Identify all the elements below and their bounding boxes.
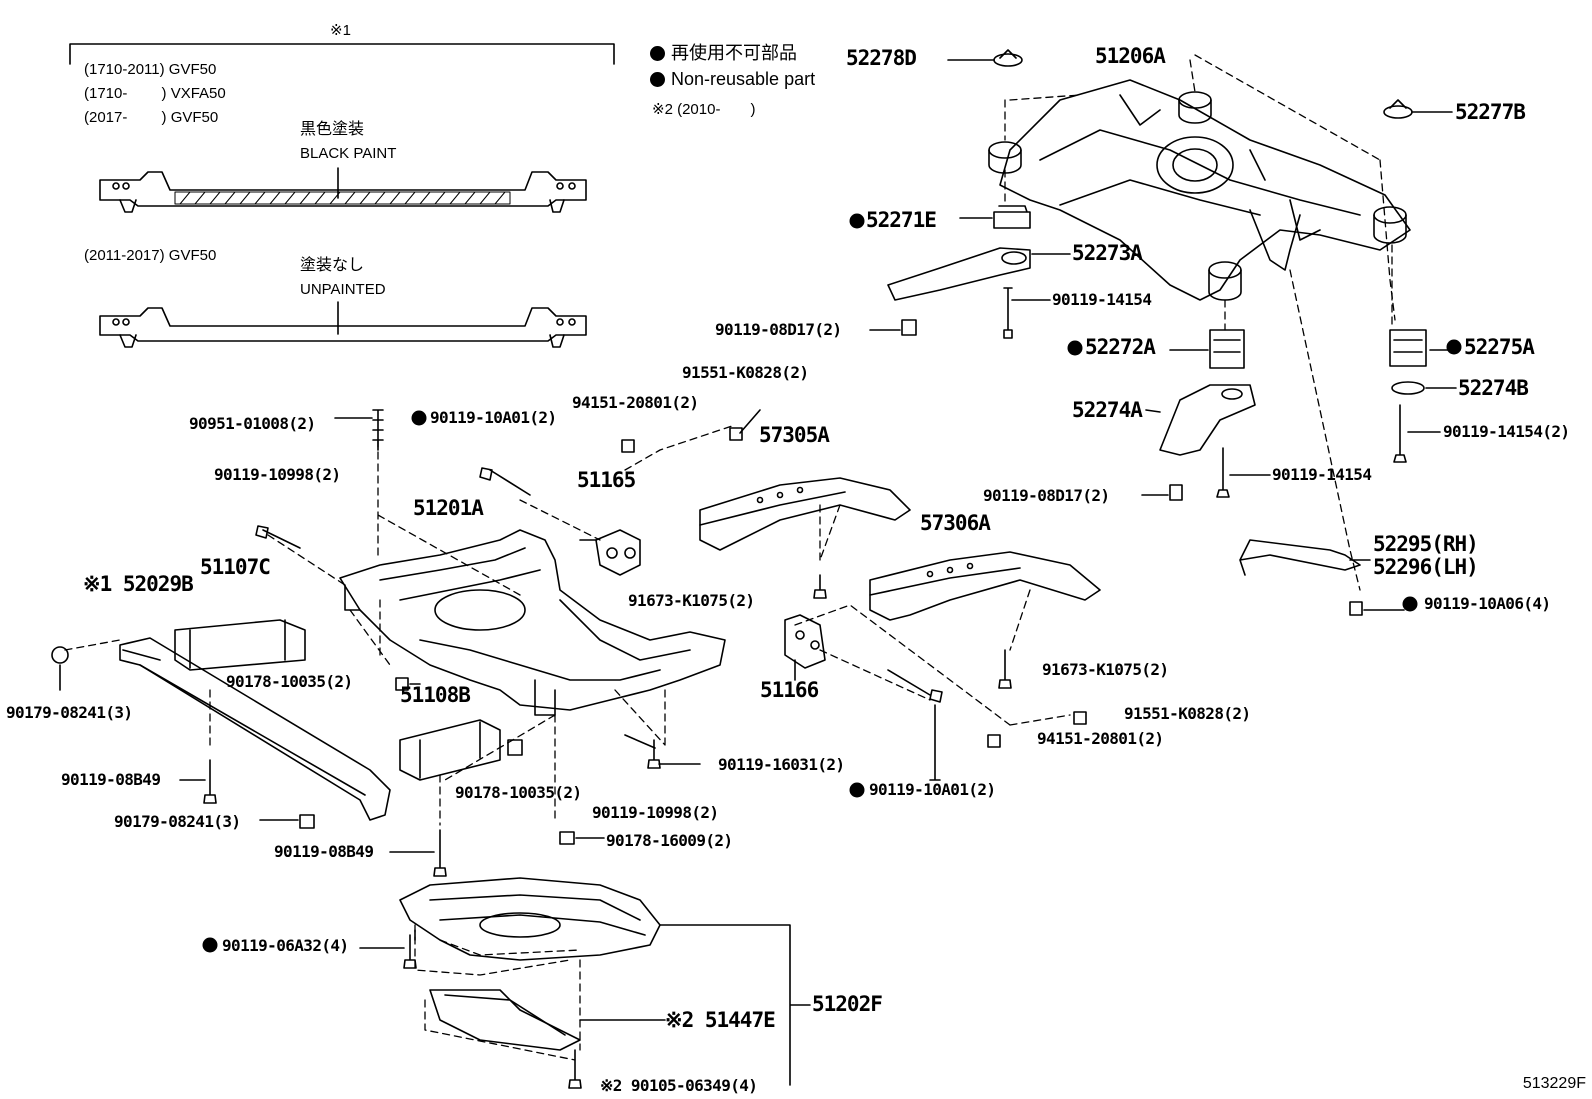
label-52275A: 52275A: [1464, 335, 1535, 359]
rail-57306A: [869, 551, 1101, 621]
nonreusable-markers: [202, 213, 1462, 953]
label-52273A: 52273A: [1072, 241, 1143, 265]
label-51206A: 51206A: [1095, 44, 1166, 68]
label-52278D: 52278D: [846, 46, 917, 70]
label-52271E: 52271E: [866, 208, 937, 232]
label-90119-16031: 90119-16031(2): [718, 755, 845, 774]
label-90179-08241-b: 90179-08241(3): [114, 812, 241, 831]
inset-paint-jp: 黒色塗装: [300, 121, 365, 138]
label-51166: 51166: [760, 678, 819, 702]
front-fasteners: [179, 409, 761, 877]
under-cover-51202F: [399, 877, 811, 1086]
rear-frame-dashed: [1004, 54, 1396, 591]
label-90119-06A32: 90119-06A32(4): [222, 936, 349, 955]
label-90119-08B49-a: 90119-08B49: [61, 770, 161, 789]
legend-en-text: Non-reusable part: [671, 69, 816, 89]
label-90178-10035-a: 90178-10035(2): [226, 672, 353, 691]
inset-mark: ※1: [330, 22, 351, 39]
rear-subframe-51206A: [988, 79, 1411, 301]
inset-row3: (2017- ) GVF50: [84, 109, 219, 126]
label-57305A: 57305A: [759, 423, 830, 447]
inset-row1: (1710-2011) GVF50: [84, 61, 217, 78]
inset-row4: (2011-2017) GVF50: [84, 247, 217, 264]
label-90119-10998-a: 90119-10998(2): [214, 465, 341, 484]
label-51447E: ※2 51447E: [665, 1008, 776, 1032]
label-90119-10A01-b: 90119-10A01(2): [869, 780, 996, 799]
label-94151-20801-b: 94151-20801(2): [1037, 729, 1164, 748]
inset-bar-painted: [99, 167, 587, 213]
crossmember-52029B: [51, 637, 391, 821]
label-91551-K0828-a: 91551-K0828(2): [682, 363, 809, 382]
label-51108B: 51108B: [400, 683, 471, 707]
label-90178-10035-b: 90178-10035(2): [455, 783, 582, 802]
legend-en: Non-reusable part: [650, 70, 815, 88]
label-51202F: 51202F: [812, 992, 883, 1016]
label-90119-08B49-b: 90119-08B49: [274, 842, 374, 861]
label-51165: 51165: [577, 468, 636, 492]
label-52274A: 52274A: [1072, 398, 1143, 422]
inset-bar-unpainted: [99, 301, 587, 348]
label-52272A: 52272A: [1085, 335, 1156, 359]
label-90119-10A06: 90119-10A06(4): [1424, 594, 1551, 613]
label-90119-14154-a: 90119-14154: [1052, 290, 1152, 309]
nonreusable-dot-icon: [650, 72, 665, 87]
inset-unpaint-jp: 塗装なし: [300, 257, 365, 274]
label-90178-16009: 90178-16009(2): [606, 831, 733, 850]
front-subframe-51201A: [339, 529, 726, 716]
inset-paint-en: BLACK PAINT: [300, 145, 397, 162]
nonreusable-dot-icon: [650, 46, 665, 61]
legend-jp: 再使用不可部品: [650, 44, 797, 62]
label-91551-K0828-b: 91551-K0828(2): [1124, 704, 1251, 723]
brace-51107C: [174, 619, 306, 671]
label-52274B: 52274B: [1458, 376, 1529, 400]
label-52029B: ※1 52029B: [83, 572, 194, 596]
rail-57305A: [699, 477, 911, 551]
label-91673-K1075-b: 91673-K1075(2): [1042, 660, 1169, 679]
label-90119-08D17-a: 90119-08D17(2): [715, 320, 842, 339]
label-51107C: 51107C: [200, 555, 271, 579]
label-90119-14154-b: 90119-14154(2): [1443, 422, 1570, 441]
label-90119-10A01-a: 90119-10A01(2): [430, 408, 557, 427]
label-90119-08D17-b: 90119-08D17(2): [983, 486, 1110, 505]
label-90951-01008: 90951-01008(2): [189, 414, 316, 433]
label-94151-20801-a: 94151-20801(2): [572, 393, 699, 412]
front-frame-dashed: [64, 424, 1071, 826]
inset-bracket: [69, 43, 615, 65]
fastener-06A32: [359, 934, 417, 969]
plate-dashed: [424, 959, 581, 1061]
legend-jp-text: 再使用不可部品: [671, 43, 797, 63]
label-57306A: 57306A: [920, 511, 991, 535]
label-51201A: 51201A: [413, 496, 484, 520]
label-90119-14154-c: 90119-14154: [1272, 465, 1372, 484]
brace-51108B: [399, 719, 501, 781]
plate-51447E: [429, 989, 666, 1089]
inset-unpaint-en: UNPAINTED: [300, 281, 386, 298]
under-cover-dashed: [414, 924, 581, 976]
figure-number: 513229F: [1522, 1075, 1586, 1092]
label-91673-K1075-a: 91673-K1075(2): [628, 591, 755, 610]
legend-note2: ※2 (2010- ): [652, 101, 756, 118]
label-52277B: 52277B: [1455, 100, 1526, 124]
rear-mount-parts: [869, 49, 1461, 616]
label-90179-08241-a: 90179-08241(3): [6, 703, 133, 722]
label-90105-06349: ※2 90105-06349(4): [600, 1076, 758, 1095]
label-52295-rh: 52295(RH): [1373, 532, 1479, 556]
bracket-51166: [784, 574, 1087, 781]
inset-row2: (1710- ) VXFA50: [84, 85, 226, 102]
label-90119-10998-b: 90119-10998(2): [592, 803, 719, 822]
label-52296-lh: 52296(LH): [1373, 555, 1479, 579]
